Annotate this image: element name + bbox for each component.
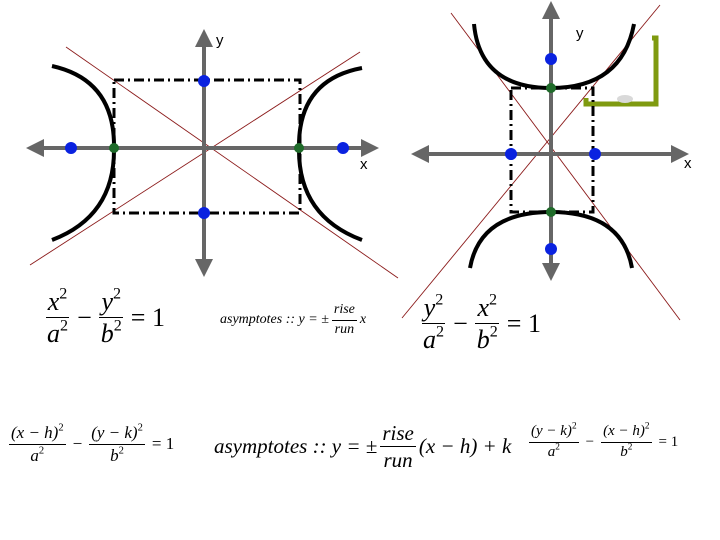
denominator-var: a bbox=[547, 443, 556, 460]
run-label: run bbox=[383, 448, 413, 473]
fraction-xh-over-b: (x − h)2 b2 bbox=[601, 421, 652, 461]
numerator-expr: (y − k) bbox=[531, 423, 572, 439]
left-asymptote-1 bbox=[65, 46, 399, 279]
denominator-exp: 2 bbox=[627, 442, 633, 453]
rise-label: rise bbox=[331, 302, 357, 321]
left-vertex-left bbox=[109, 143, 119, 153]
denominator-var: b bbox=[620, 443, 628, 460]
accent-shadow bbox=[617, 95, 633, 103]
right-graph: y x bbox=[401, 1, 692, 321]
denominator-exp: 2 bbox=[436, 324, 445, 342]
numerator-expr: (x − h) bbox=[11, 423, 59, 442]
asymptote-suffix: (x − h) + k bbox=[418, 434, 512, 459]
left-x-axis-label: x bbox=[360, 156, 368, 173]
asymptote-formula-shifted: asymptotes :: y = ± rise run (x − h) + k bbox=[214, 422, 511, 471]
equation-shifted-vertical: (y − k)2 a2 − (x − h)2 b2 = 1 bbox=[526, 421, 682, 461]
right-vertex-bottom bbox=[546, 207, 556, 217]
left-asymptote-2 bbox=[29, 51, 361, 266]
right-vertex-top bbox=[546, 83, 556, 93]
right-x-axis-label: x bbox=[684, 155, 692, 172]
asymptote-prefix: asymptotes :: y = ± bbox=[214, 434, 378, 459]
accent-box bbox=[583, 35, 659, 107]
denominator-exp: 2 bbox=[113, 318, 122, 336]
rise-label: rise bbox=[380, 422, 416, 448]
denominator-var: b bbox=[110, 445, 119, 465]
denominator-exp: 2 bbox=[38, 445, 45, 457]
numerator-exp: 2 bbox=[113, 285, 122, 303]
asymptote-suffix: x bbox=[359, 312, 367, 328]
numerator-exp: 2 bbox=[58, 422, 64, 434]
right-focus-top bbox=[545, 53, 557, 65]
numerator-var: y bbox=[423, 293, 436, 322]
right-covertex-right bbox=[589, 148, 601, 160]
right-focus-bottom bbox=[545, 243, 557, 255]
numerator-exp: 2 bbox=[59, 285, 68, 303]
equation-horizontal-hyperbola: x2 a2 − y2 b2 = 1 bbox=[42, 285, 169, 349]
left-covertex-bottom bbox=[198, 207, 210, 219]
numerator-var: y bbox=[101, 287, 113, 316]
denominator-exp: 2 bbox=[489, 324, 498, 342]
left-y-axis-label: y bbox=[216, 32, 224, 49]
equals-one: = 1 bbox=[658, 433, 679, 450]
left-covertex-top bbox=[198, 75, 210, 87]
fraction-yk-over-b: (y − k)2 b2 bbox=[89, 422, 145, 465]
fraction-y-over-a: y2 a2 bbox=[421, 291, 446, 355]
numerator-expr: (y − k) bbox=[91, 423, 138, 442]
minus-sign: − bbox=[72, 434, 83, 454]
denominator-exp: 2 bbox=[118, 445, 124, 457]
fraction-x-over-a: x2 a2 bbox=[45, 285, 70, 349]
denominator-var: a bbox=[423, 325, 436, 355]
minus-sign: − bbox=[453, 308, 468, 338]
minus-sign: − bbox=[77, 302, 92, 332]
equals-one: = 1 bbox=[151, 434, 175, 454]
denominator-var: b bbox=[100, 319, 114, 349]
fraction-yk-over-a: (y − k)2 a2 bbox=[529, 421, 579, 461]
denominator-var: a bbox=[47, 319, 60, 349]
left-focus-right bbox=[337, 142, 349, 154]
equation-shifted-horizontal: (x − h)2 a2 − (y − k)2 b2 = 1 bbox=[6, 422, 178, 465]
equals-one: = 1 bbox=[130, 302, 165, 332]
fraction-y-over-b: y2 b2 bbox=[99, 285, 124, 349]
denominator-exp: 2 bbox=[555, 442, 560, 453]
minus-sign: − bbox=[585, 433, 595, 450]
right-y-axis-label: y bbox=[576, 25, 584, 42]
numerator-expr: (x − h) bbox=[603, 423, 645, 439]
numerator-exp: 2 bbox=[137, 422, 143, 434]
right-covertex-left bbox=[505, 148, 517, 160]
equation-vertical-hyperbola: y2 a2 − x2 b2 = 1 bbox=[418, 291, 545, 355]
run-label: run bbox=[334, 321, 355, 337]
denominator-var: b bbox=[476, 325, 490, 355]
numerator-exp: 2 bbox=[571, 421, 577, 432]
left-hyperbola-branch-right bbox=[296, 66, 363, 242]
numerator-var: x bbox=[477, 293, 489, 322]
numerator-exp: 2 bbox=[644, 421, 650, 432]
left-vertex-right bbox=[294, 143, 304, 153]
numerator-exp: 2 bbox=[489, 291, 498, 309]
asymptote-formula-simple: asymptotes :: y = ± rise run x bbox=[220, 302, 367, 337]
equals-one: = 1 bbox=[506, 308, 541, 338]
left-hyperbola-branch-left bbox=[51, 64, 117, 242]
left-focus-left bbox=[65, 142, 77, 154]
numerator-var: x bbox=[47, 287, 60, 316]
asymptote-prefix: asymptotes :: y = ± bbox=[220, 312, 329, 328]
rise-over-run: rise run bbox=[331, 302, 357, 337]
denominator-exp: 2 bbox=[60, 318, 69, 336]
fraction-x-over-b: x2 b2 bbox=[475, 291, 500, 355]
rise-over-run: rise run bbox=[380, 422, 416, 471]
fraction-xh-over-a: (x − h)2 a2 bbox=[9, 422, 66, 465]
denominator-var: a bbox=[30, 445, 39, 465]
left-graph: y x bbox=[26, 29, 399, 279]
right-asymptote-2 bbox=[401, 4, 661, 319]
numerator-exp: 2 bbox=[435, 291, 444, 309]
